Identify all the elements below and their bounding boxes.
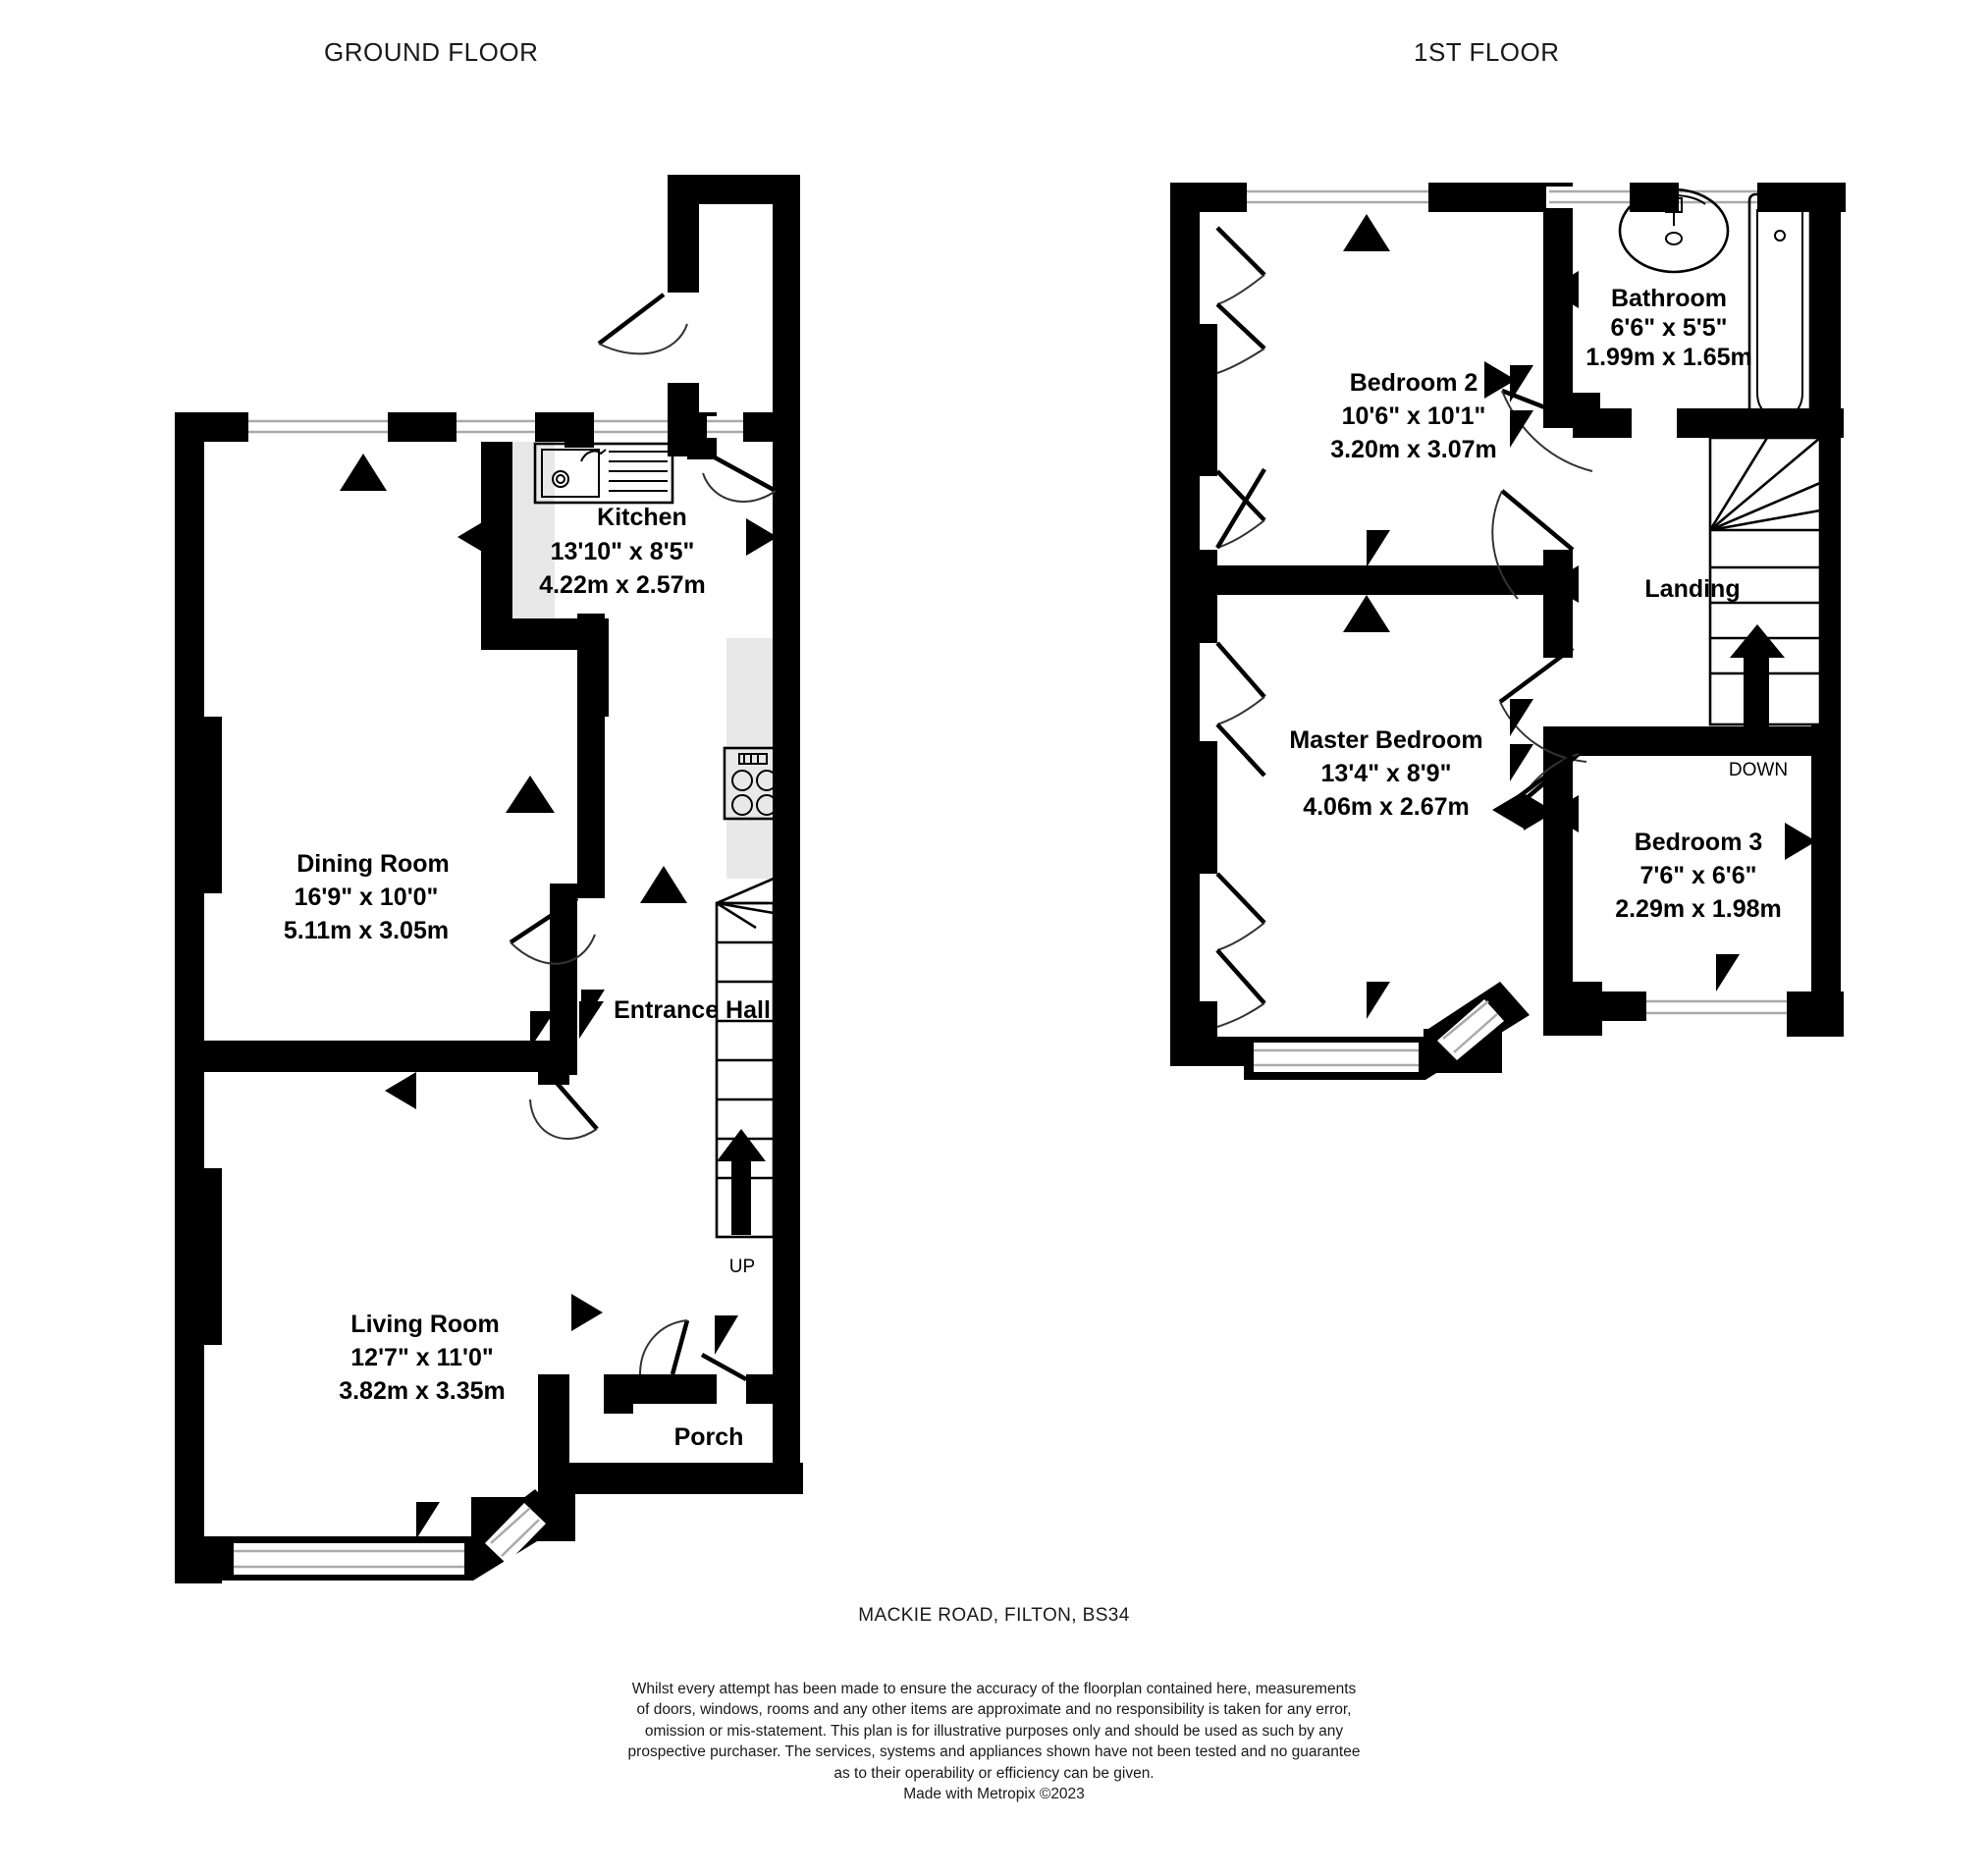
gf-doors [509, 293, 778, 1381]
room-label-bedroom2-imperial: 10'6" x 10'1" [1342, 402, 1486, 430]
ff-view-arrows [1343, 214, 1816, 1019]
ff-staircase: DOWN [1708, 436, 1822, 780]
hob-cooker-icon [723, 746, 783, 821]
gf-staircase: UP [715, 877, 776, 1277]
ff-stairs-label: DOWN [1729, 760, 1788, 780]
disclaimer-line-1: Whilst every attempt has been made to en… [631, 1681, 1357, 1697]
disclaimer-line-3: omission or mis-statement. This plan is … [644, 1722, 1344, 1740]
property-address: MACKIE ROAD, FILTON, BS34 [858, 1605, 1130, 1626]
ground-floor-title: GROUND FLOOR [324, 37, 539, 67]
gf-north-windows [248, 416, 743, 438]
room-label-bedroom3-name: Bedroom 3 [1635, 829, 1763, 856]
room-label-living-imperial: 12'7" x 11'0" [350, 1344, 493, 1371]
room-label-bedroom2-metric: 3.20m x 3.07m [1330, 436, 1497, 463]
room-label-dining-imperial: 16'9" x 10'0" [295, 884, 439, 911]
gf-room-labels: Kitchen 13'10" x 8'5" 4.22m x 2.57m Dini… [284, 504, 771, 1451]
room-label-landing: Landing [1644, 575, 1740, 603]
ff-room-labels: Bedroom 2 10'6" x 10'1" 3.20m x 3.07m Ba… [1289, 285, 1781, 923]
gf-view-arrows [340, 454, 778, 1539]
room-label-master-name: Master Bedroom [1289, 726, 1482, 754]
gf-floor-fills [182, 182, 800, 1566]
first-floor-title: 1ST FLOOR [1414, 37, 1560, 67]
ff-wardrobe-markers [1215, 226, 1266, 1028]
room-label-bedroom3-metric: 2.29m x 1.98m [1615, 895, 1782, 923]
room-label-master-imperial: 13'4" x 8'9" [1321, 760, 1452, 787]
disclaimer-text: Whilst every attempt has been made to en… [0, 1679, 1988, 1804]
gf-stairs-label: UP [729, 1257, 755, 1277]
room-label-porch: Porch [674, 1423, 744, 1451]
room-label-bedroom2-name: Bedroom 2 [1350, 369, 1478, 397]
room-label-kitchen-name: Kitchen [597, 504, 687, 531]
bath-tub-icon [1747, 192, 1812, 422]
room-label-kitchen-metric: 4.22m x 2.57m [539, 571, 706, 599]
room-label-bathroom-imperial: 6'6" x 5'5" [1610, 314, 1727, 342]
ff-windows [1244, 187, 1787, 1080]
room-label-dining-name: Dining Room [296, 850, 450, 878]
room-label-living-metric: 3.82m x 3.35m [339, 1377, 506, 1405]
room-label-bedroom3-imperial: 7'6" x 6'6" [1639, 862, 1756, 889]
metropix-credit: Made with Metropix ©2023 [903, 1785, 1085, 1802]
room-label-bathroom-name: Bathroom [1611, 285, 1727, 312]
room-label-master-metric: 4.06m x 2.67m [1303, 793, 1470, 821]
room-label-kitchen-imperial: 13'10" x 8'5" [551, 538, 695, 565]
room-label-entrance-hall: Entrance Hall [614, 996, 771, 1024]
room-label-dining-metric: 5.11m x 3.05m [284, 917, 449, 944]
disclaimer-line-5: as to their operability or efficiency ca… [833, 1764, 1155, 1782]
room-label-living-name: Living Room [350, 1311, 499, 1338]
room-label-bathroom-metric: 1.99m x 1.65m [1585, 344, 1752, 371]
disclaimer-line-4: prospective purchaser. The services, sys… [627, 1743, 1361, 1761]
kitchen-sink-icon [533, 442, 674, 505]
disclaimer-line-2: of doors, windows, rooms and any other i… [636, 1701, 1352, 1719]
wash-basin-icon [1618, 188, 1730, 274]
ff-doors [1491, 388, 1593, 813]
gf-bay-window [222, 1489, 567, 1581]
